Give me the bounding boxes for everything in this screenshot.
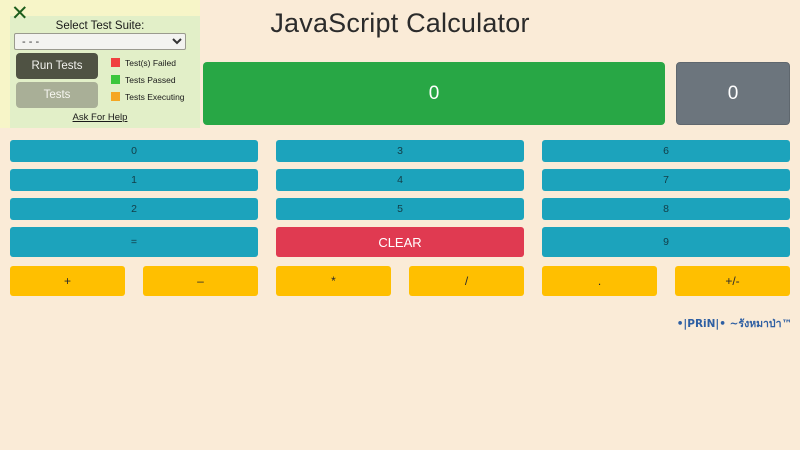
operator-row: + – * / . +/- [10,266,790,296]
operator-minus[interactable]: – [143,266,258,296]
select-test-suite-label: Select Test Suite: [55,20,145,32]
operator-decimal[interactable]: . [542,266,657,296]
key-6[interactable]: 6 [542,140,790,162]
test-suite-panel: ✕ Select Test Suite: - - - Run Tests Tes… [0,0,200,128]
operator-plus[interactable]: + [10,266,125,296]
tests-button[interactable]: Tests [16,82,98,108]
passed-swatch-icon [111,75,120,84]
ask-for-help-link[interactable]: Ask For Help [72,112,128,123]
test-suite-select[interactable]: - - - [14,33,186,50]
legend-label: Test(s) Failed [125,57,177,68]
key-1[interactable]: 1 [10,169,258,191]
operator-multiply[interactable]: * [276,266,391,296]
page-title: JavaScript Calculator [270,8,530,38]
operator-sign-toggle[interactable]: +/- [675,266,790,296]
keypad-column-2: 6 7 8 9 [542,140,790,264]
close-icon[interactable]: ✕ [11,1,29,25]
operator-divide[interactable]: / [409,266,524,296]
legend-item-failed: Test(s) Failed [111,55,185,70]
failed-swatch-icon [111,58,120,67]
key-7[interactable]: 7 [542,169,790,191]
legend-label: Tests Passed [125,74,176,85]
key-2[interactable]: 2 [10,198,258,220]
keypad-column-1: 3 4 5 CLEAR [276,140,524,264]
key-0[interactable]: 0 [10,140,258,162]
legend-label: Tests Executing [125,91,185,102]
key-9[interactable]: 9 [542,227,790,257]
key-5[interactable]: 5 [276,198,524,220]
key-4[interactable]: 4 [276,169,524,191]
legend-item-executing: Tests Executing [111,89,185,104]
keypad-column-0: 0 1 2 = [10,140,258,264]
footer-credit: •|PRiN|• ~รังหมาป่า™ [676,318,792,330]
legend-item-passed: Tests Passed [111,72,185,87]
main-display: 0 [203,62,665,125]
executing-swatch-icon [111,92,120,101]
key-3[interactable]: 3 [276,140,524,162]
test-status-legend: Test(s) Failed Tests Passed Tests Execut… [111,55,185,106]
secondary-display: 0 [676,62,790,125]
key-8[interactable]: 8 [542,198,790,220]
run-tests-button[interactable]: Run Tests [16,53,98,79]
key-equals[interactable]: = [10,227,258,257]
key-clear[interactable]: CLEAR [276,227,524,257]
